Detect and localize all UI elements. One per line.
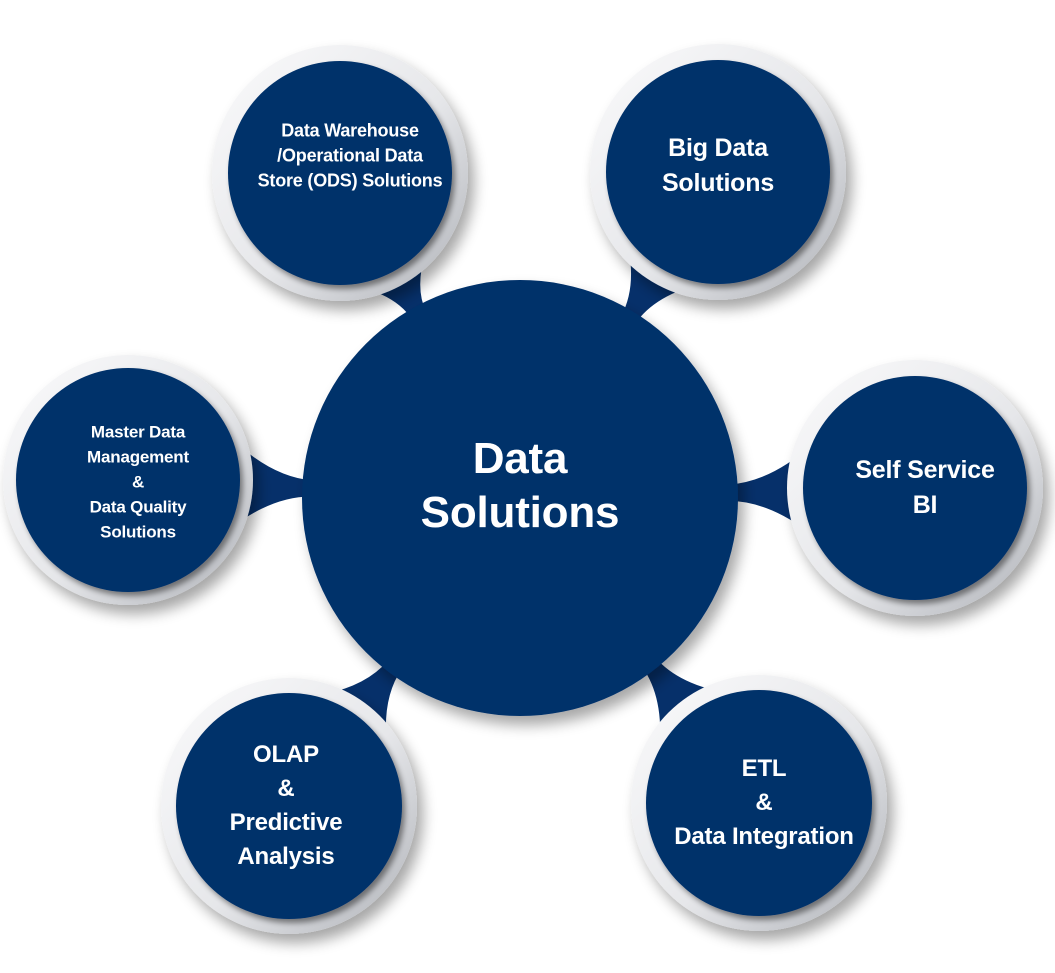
node-line: OLAP [253, 741, 319, 768]
node-line: & [277, 775, 295, 802]
center-line-2: Solutions [420, 488, 620, 537]
node-label-self-service-bi: Self Service BI [855, 453, 995, 523]
node-circle-olap [176, 693, 402, 919]
node-circle-big-data [606, 60, 830, 284]
node-line: & [755, 789, 773, 816]
node-line: /Operational Data [277, 145, 423, 166]
node-line: Data Integration [674, 823, 854, 850]
node-label-data-warehouse: Data Warehouse /Operational Data Store (… [258, 119, 443, 194]
node-circle-self-service-bi [803, 376, 1027, 600]
node-label-etl: ETL & Data Integration [674, 752, 854, 854]
node-line: Master Data [90, 422, 186, 442]
node-label-big-data: Big Data Solutions [662, 131, 774, 201]
node-line: Data Warehouse [281, 120, 419, 141]
node-fills [16, 60, 1027, 919]
node-circle-data-warehouse [228, 61, 452, 285]
node-line: Data Quality [89, 497, 187, 517]
node-circle-etl [646, 690, 872, 916]
node-line: Management [87, 447, 189, 467]
node-line: & [131, 472, 145, 492]
node-line: Self Service [855, 456, 995, 484]
node-line: Predictive [229, 809, 343, 836]
node-label-master-data: Master Data Management & Data Quality So… [87, 420, 189, 545]
node-line: Big Data [668, 134, 768, 162]
center-label-data-solutions: Data Solutions [421, 432, 620, 540]
node-line: Solutions [661, 169, 775, 197]
node-circle-master-data [16, 368, 240, 592]
node-line: Analysis [237, 843, 335, 870]
node-line: BI [912, 491, 938, 519]
node-label-olap: OLAP & Predictive Analysis [230, 738, 343, 874]
node-line: Solutions [100, 522, 176, 542]
center-circle [302, 280, 738, 716]
node-line: ETL [741, 755, 787, 782]
center-line-1: Data [472, 434, 568, 483]
node-line: Store (ODS) Solutions [257, 170, 443, 191]
